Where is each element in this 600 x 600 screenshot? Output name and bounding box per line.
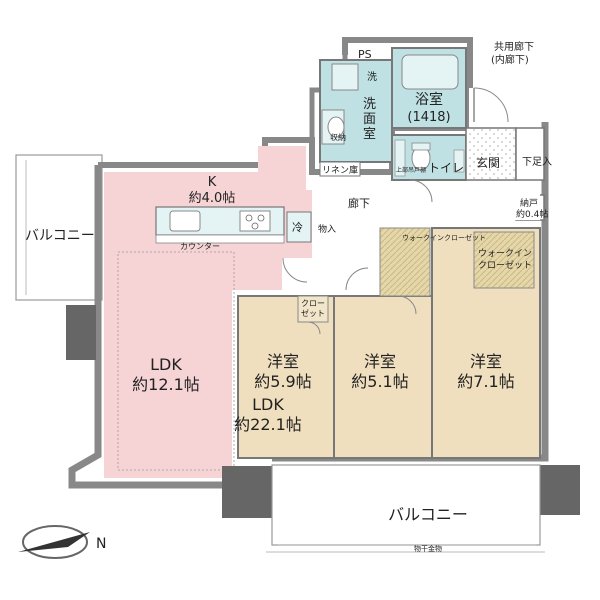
ldk-area: [104, 146, 333, 478]
fridge-label: 冷: [292, 221, 303, 234]
bath-name: 浴室: [415, 91, 443, 108]
western1-name: 洋室: [267, 352, 299, 371]
pantry-label: 物入: [318, 223, 336, 235]
western3-name: 洋室: [470, 352, 502, 371]
bath-size: (1418): [407, 110, 450, 125]
walkin-small-label: ウォークインクローゼット: [402, 233, 486, 242]
storage-door-size: 約0.4帖: [516, 208, 548, 220]
structural-columns: [66, 305, 580, 518]
closet-label-2: ゼット: [301, 308, 325, 318]
storage-door-label: 納戸: [520, 197, 538, 209]
western2-size: 約5.1帖: [351, 372, 408, 391]
western-room-2: [333, 227, 433, 459]
drying-label: 物干金物: [414, 544, 442, 553]
balcony-left: [15, 154, 103, 301]
toilet-label: トイレ: [428, 161, 464, 175]
ldk-size: 約12.1帖: [132, 375, 200, 394]
washroom-label-3: 室: [363, 126, 376, 142]
western1-size: 約5.9帖: [254, 372, 311, 391]
kitchen-name: K: [208, 175, 217, 190]
ldk-name: LDK: [150, 355, 182, 374]
closet-label-1: クロー: [301, 299, 325, 308]
western2-name: 洋室: [364, 352, 396, 371]
ps-label: PS: [358, 48, 372, 61]
corridor-label: 廊下: [348, 196, 370, 210]
washroom-label-2: 面: [363, 112, 376, 127]
western-room-3: [431, 227, 541, 459]
western-room-1: [237, 295, 335, 459]
walkin-large-label-2: クローゼット: [478, 259, 532, 271]
ldk-total-name: LDK: [252, 395, 284, 414]
storage-label: 収納: [330, 132, 346, 142]
ldk-total-size: 約22.1帖: [234, 415, 302, 434]
washroom-label-1: 洗: [363, 97, 376, 112]
kitchen-size: 約4.0帖: [189, 191, 236, 206]
balcony-bottom-label: バルコニー: [388, 505, 468, 524]
washer-label: 洗: [367, 71, 377, 83]
common-corridor-label: 共用廊下: [494, 40, 534, 53]
common-corridor-sub-label: (内廊下): [491, 53, 529, 66]
western3-size: 約7.1帖: [457, 372, 514, 391]
balcony-bottom: [266, 464, 545, 553]
compass-north-label: N: [96, 536, 106, 552]
entrance-label: 玄関: [476, 155, 500, 170]
top-storage-label: 上部吊戸棚: [396, 166, 426, 174]
washroom: [319, 59, 393, 177]
shoe-box-label: 下足入: [522, 156, 552, 168]
linen-label: リネン庫: [322, 164, 358, 176]
walkin-large-label-1: ウォークイン: [478, 248, 532, 259]
compass: [18, 525, 90, 559]
balcony-left-label: バルコニー: [25, 228, 95, 244]
counter-label: カウンター: [180, 242, 220, 251]
